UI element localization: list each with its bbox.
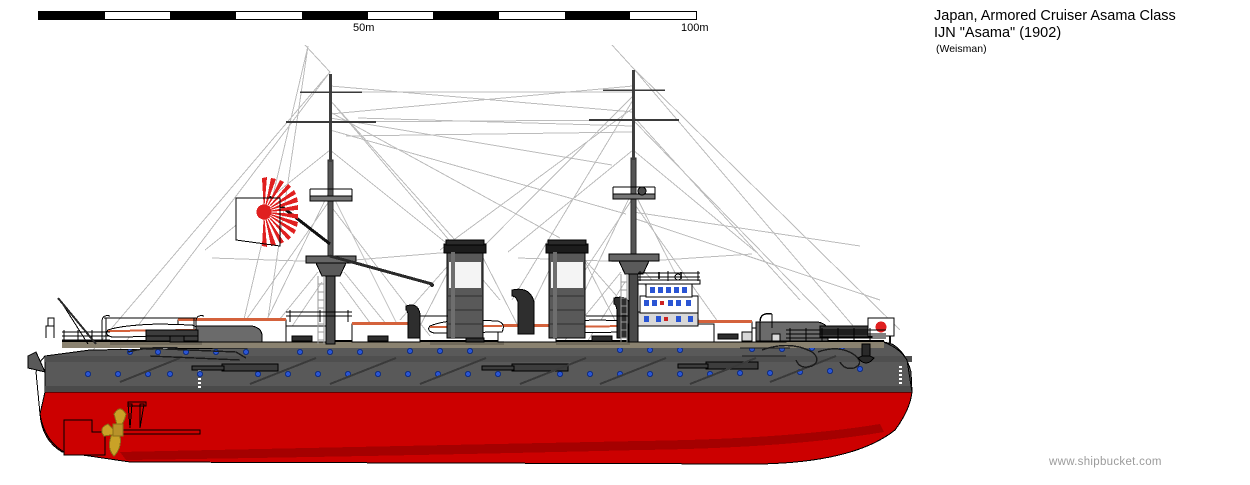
scale-segment: [301, 12, 368, 19]
draft-marks-bow: [899, 366, 902, 384]
rigging-lines: [87, 44, 901, 357]
casemate-guns: [191, 361, 759, 372]
scale-segment: [367, 12, 434, 19]
stern-fittings: [45, 299, 89, 345]
anchor: [857, 343, 875, 364]
stern-profile: [35, 355, 65, 453]
funnel-forward: [545, 239, 589, 339]
mast-fore: [589, 70, 679, 343]
stern-boom: [57, 297, 97, 345]
scale-segment: [104, 12, 171, 19]
title-line-ship-name: IJN "Asama" (1902): [934, 25, 1062, 41]
anchor-crane: [759, 312, 773, 342]
scale-segment: [433, 12, 499, 19]
title-block: Japan, Armored Cruiser Asama Class IJN "…: [934, 8, 1176, 57]
boat-davits-aft: [101, 315, 205, 342]
scale-segment: [498, 12, 565, 19]
national-flag-hinomaru: [867, 317, 895, 337]
mast-main: [286, 74, 434, 345]
capstan: [741, 331, 781, 342]
title-line-nation-class: Japan, Armored Cruiser Asama Class: [934, 8, 1176, 24]
aft-deck-winch: [169, 335, 185, 343]
torpedo-net-booms: [127, 346, 247, 361]
scale-label-100m: 100m: [681, 22, 709, 34]
bridge: [627, 272, 715, 343]
funnel-aft: [443, 239, 487, 339]
hull-sheer-strip: [45, 356, 912, 362]
waterline-strake: [45, 386, 912, 392]
site-watermark: www.shipbucket.com: [1049, 456, 1162, 468]
ventilator-cowl: [511, 288, 535, 335]
scale-bar: [38, 11, 697, 20]
portholes-row-lower: [84, 365, 864, 378]
scale-label-50m: 50m: [353, 22, 375, 34]
superstructure-railing: [286, 271, 700, 322]
scale-segment: [630, 12, 697, 19]
hull-underwater-shading: [120, 424, 884, 460]
hull-diagonal-bracing: [119, 355, 837, 385]
scale-segment: [39, 12, 105, 19]
secondary-guns: [291, 333, 739, 343]
deck-railing: [62, 328, 886, 342]
stern-counter: [27, 351, 46, 373]
ventilator-cowl-small: [405, 304, 421, 339]
scale-segment: [170, 12, 237, 19]
title-artist-credit: (Weisman): [936, 43, 987, 55]
main-deck: [62, 341, 884, 348]
scale-bar-container: 50m 100m: [0, 0, 760, 42]
naval-ensign-rising-sun: [235, 177, 298, 247]
propeller-shaft: [117, 429, 201, 435]
shaft-bracket: [127, 401, 147, 429]
scale-segment: [236, 12, 302, 19]
anchor-gear: [740, 344, 861, 370]
deck-shadow: [110, 341, 630, 345]
propeller: [101, 408, 127, 457]
scale-segment: [564, 12, 631, 19]
